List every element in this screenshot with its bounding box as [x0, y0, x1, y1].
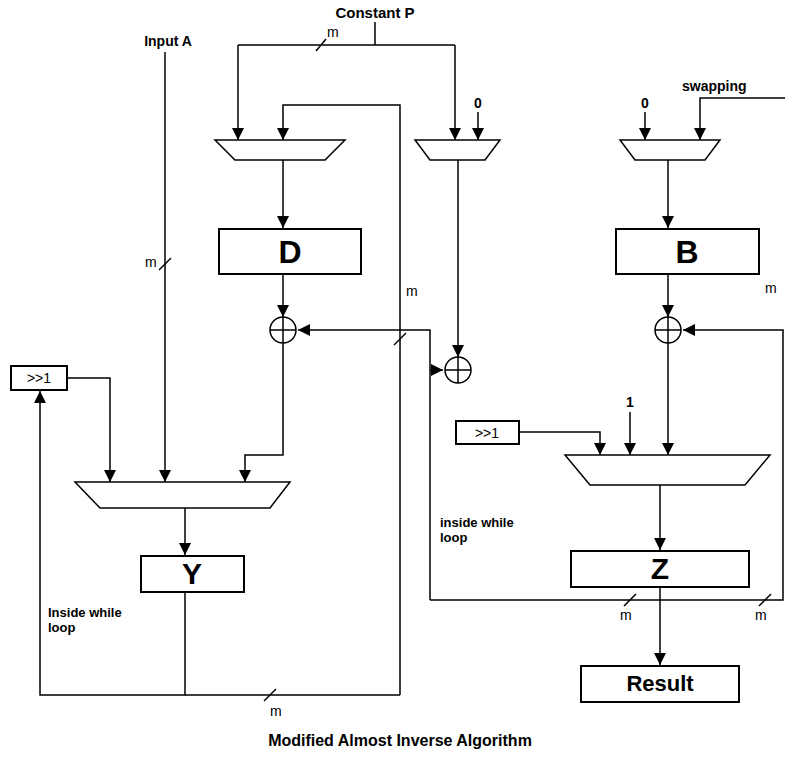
register-box: Z	[570, 550, 750, 588]
bus-width: m	[755, 607, 767, 623]
node-text: D	[278, 236, 301, 268]
signal-wire	[40, 391, 185, 695]
shift-box: >>1	[455, 420, 520, 445]
bus-width: m	[327, 24, 339, 40]
loop-note: Inside while loop	[48, 606, 133, 636]
node-text: Result	[626, 673, 693, 695]
bus-width: m	[270, 703, 282, 719]
bus-width: m	[145, 254, 157, 270]
result-box: Result	[580, 665, 740, 703]
constant-value: 0	[641, 95, 649, 111]
constant-value: 0	[474, 95, 482, 111]
bus-width: m	[765, 280, 777, 296]
input-label: Input A	[144, 33, 192, 49]
control-signal: swapping	[682, 78, 747, 94]
node-text: B	[675, 236, 698, 268]
constant-value: 1	[626, 394, 634, 410]
figure-caption: Modified Almost Inverse Algorithm	[268, 732, 532, 750]
bus-width: m	[406, 283, 418, 299]
node-text: Y	[182, 559, 202, 589]
bus-width: m	[620, 607, 632, 623]
node-text: Z	[651, 554, 669, 584]
register-box: Y	[140, 555, 245, 593]
input-label: Constant P	[335, 4, 414, 21]
node-text: >>1	[27, 371, 51, 385]
shift-box: >>1	[10, 365, 68, 391]
register-box: D	[218, 228, 362, 275]
register-box: B	[615, 228, 760, 275]
signal-wire	[659, 588, 661, 665]
loop-note: inside while loop	[440, 516, 528, 546]
node-text: >>1	[475, 426, 499, 440]
